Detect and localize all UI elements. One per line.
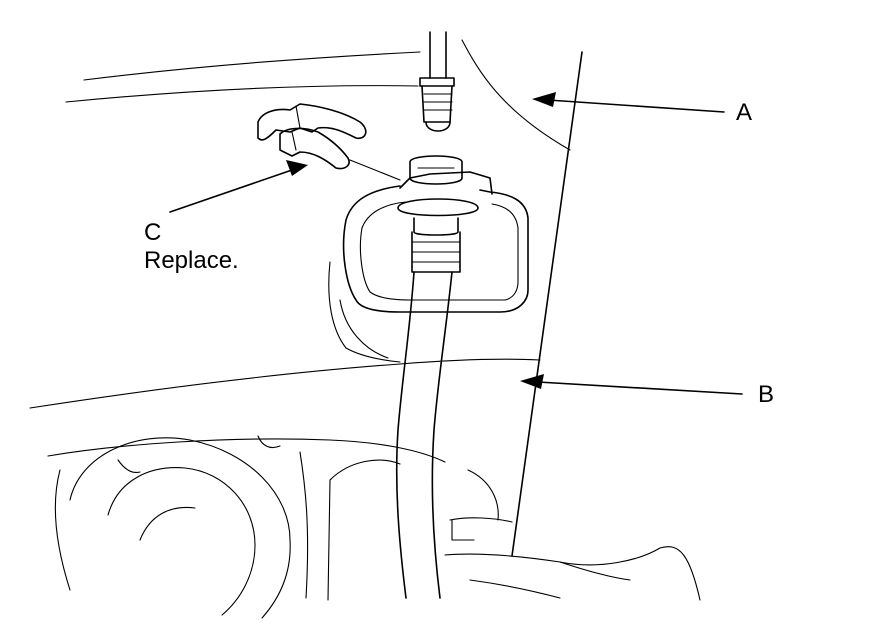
callout-label-c: C — [144, 219, 161, 246]
leader-arrow-b — [520, 374, 743, 395]
reservoir-neck — [397, 155, 479, 273]
leader-arrow-a — [532, 92, 725, 113]
callout-note-c: Replace. — [144, 247, 239, 274]
callout-label-a: A — [736, 99, 752, 126]
engine-block — [47, 435, 701, 619]
brake-pipe — [419, 31, 455, 132]
leader-arrow-c — [169, 160, 308, 213]
clip-c — [257, 103, 401, 181]
reservoir-hose — [395, 271, 453, 599]
body-panel — [29, 39, 583, 557]
callout-label-b: B — [758, 381, 774, 408]
reservoir-body — [342, 171, 529, 313]
